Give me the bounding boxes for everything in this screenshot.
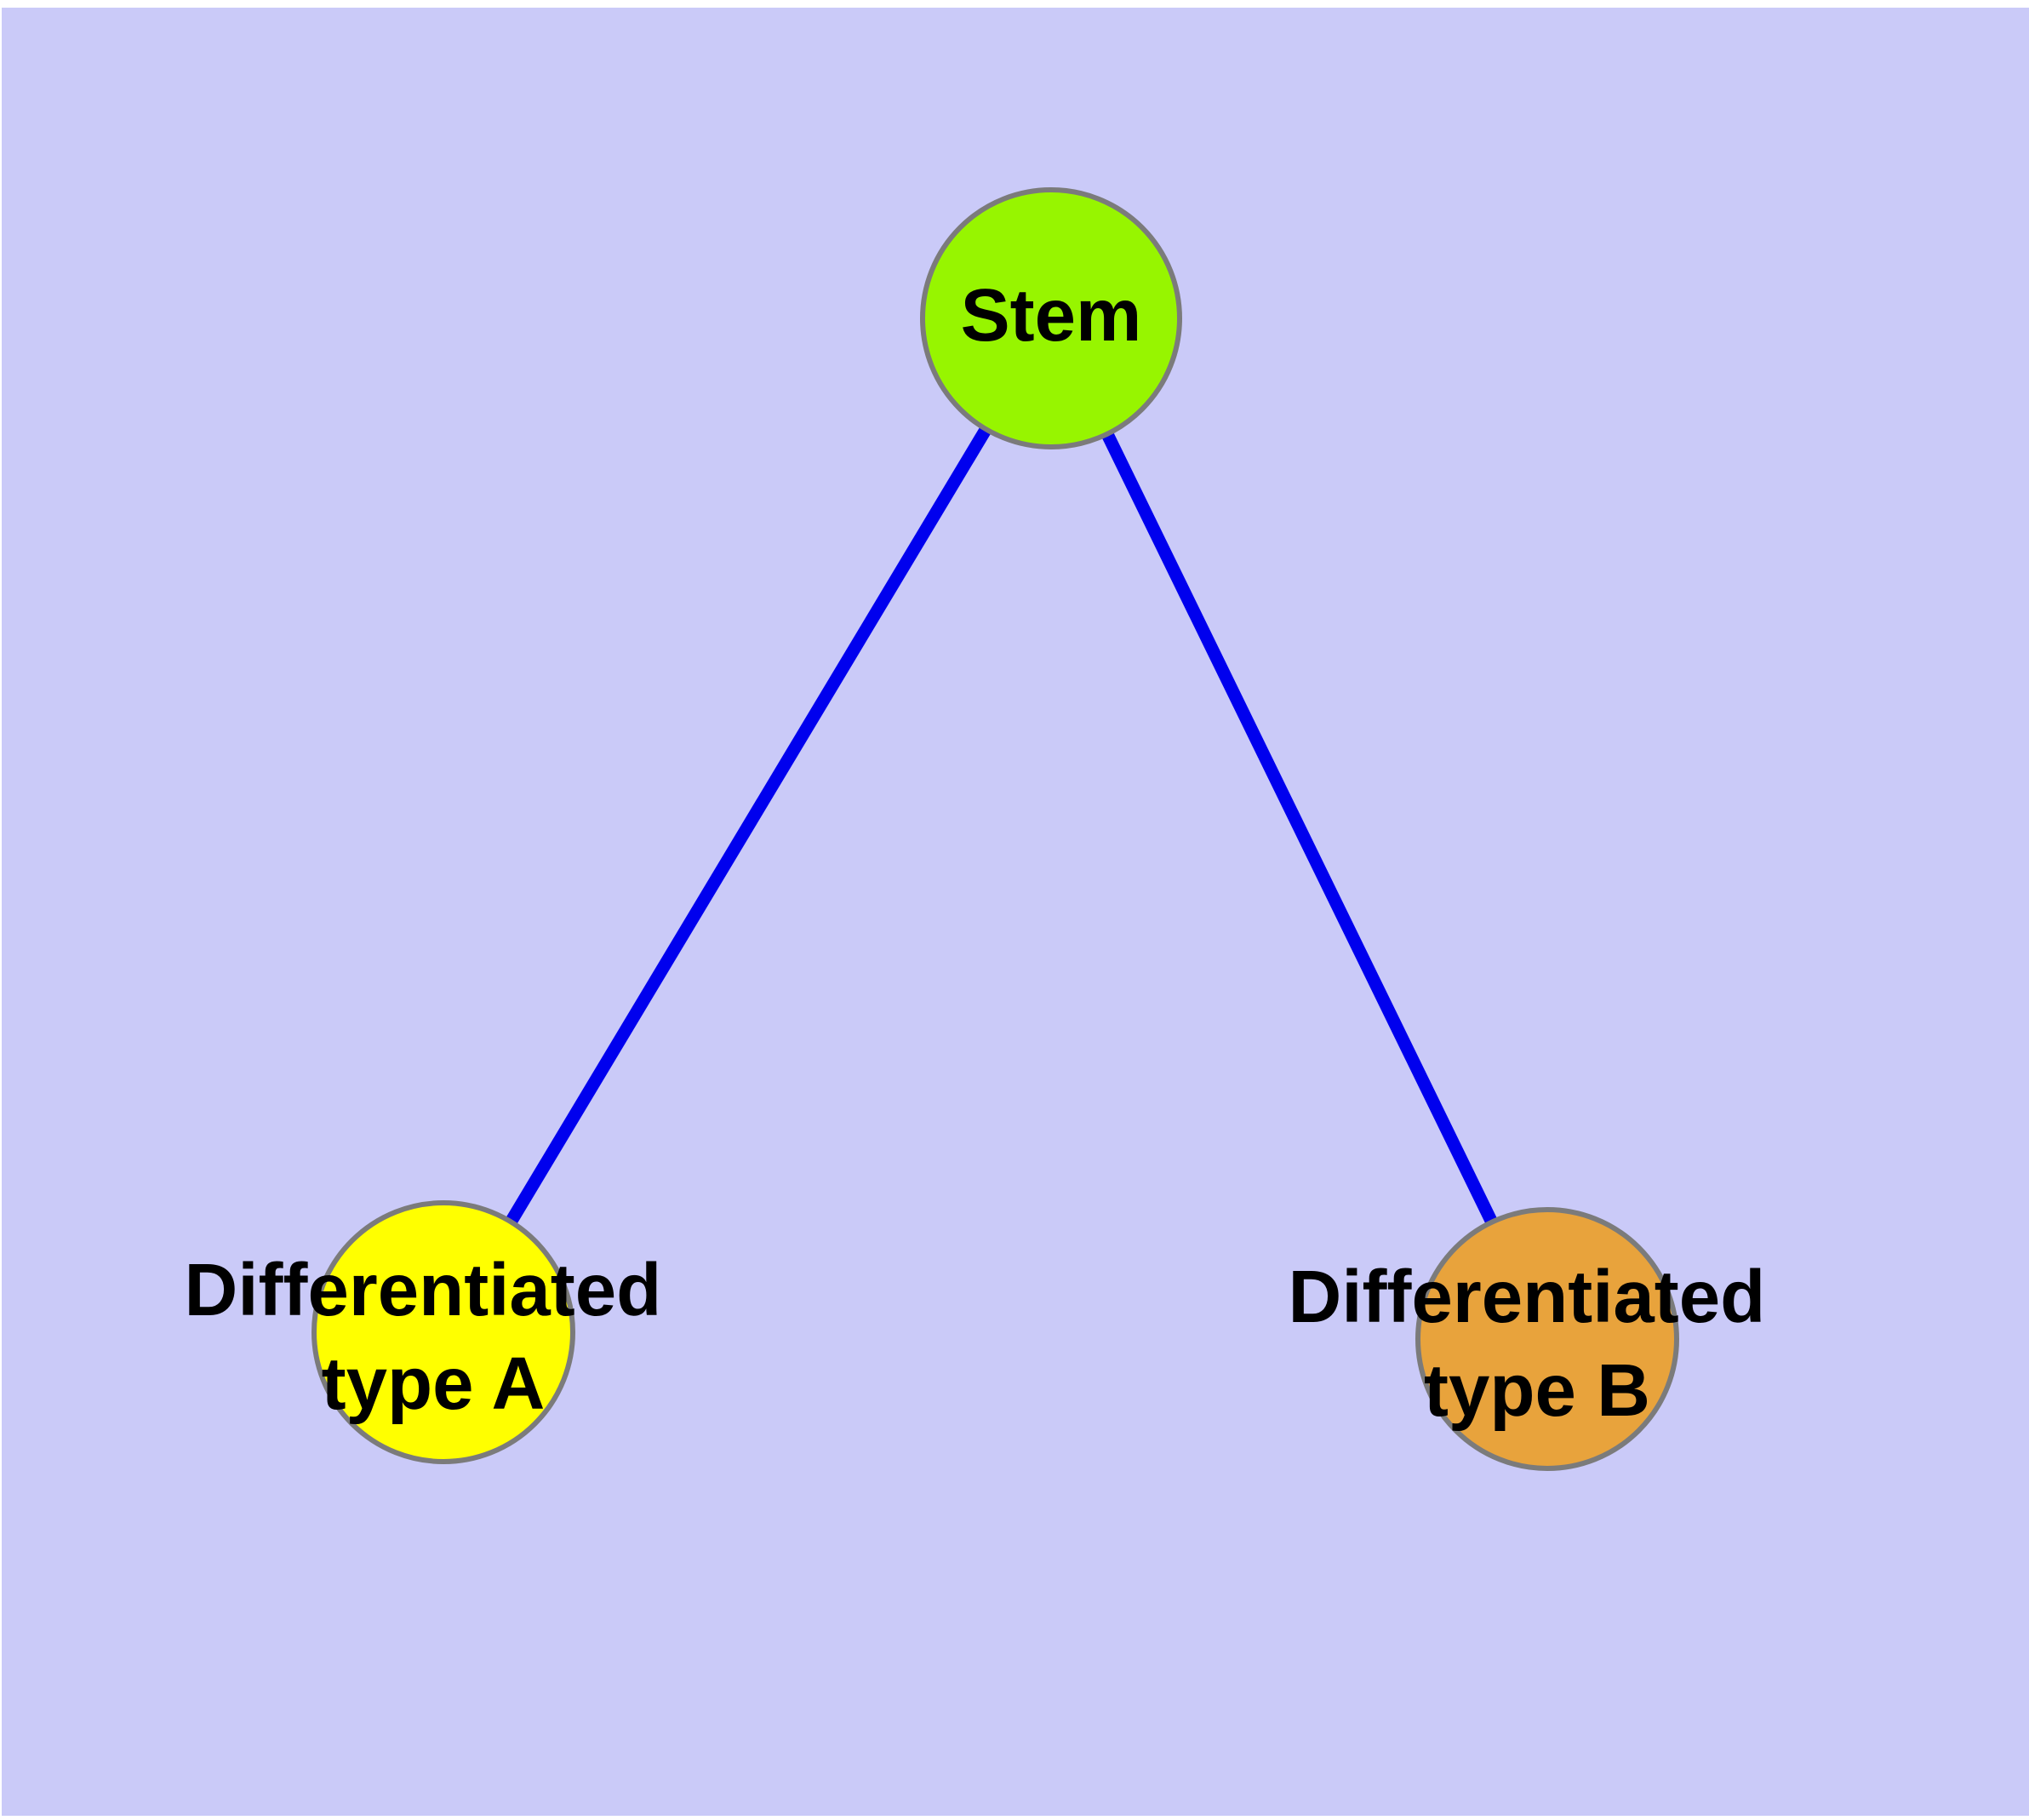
node-differentiated-type-b-label-line-1: Differentiated: [1289, 1256, 1766, 1338]
node-differentiated-type-a-label-line-1: Differentiated: [185, 1249, 662, 1331]
node-differentiated-type-b: [1415, 1207, 1679, 1471]
edge-stem-to-type-b: [1101, 431, 1497, 1224]
node-differentiated-type-a: [311, 1200, 575, 1464]
node-differentiated-type-a-label: Differentiated type A: [185, 1249, 683, 1425]
node-differentiated-type-b-label-line-2: type B: [1424, 1349, 1650, 1432]
node-stem-label: Stem: [961, 274, 1142, 357]
node-stem-label-line-1: Stem: [961, 274, 1142, 357]
node-stem: [920, 187, 1182, 449]
node-differentiated-type-b-label: Differentiated type B: [1289, 1256, 1786, 1432]
edge-stem-to-type-a: [506, 426, 992, 1224]
node-differentiated-type-a-label-line-2: type A: [322, 1342, 546, 1425]
